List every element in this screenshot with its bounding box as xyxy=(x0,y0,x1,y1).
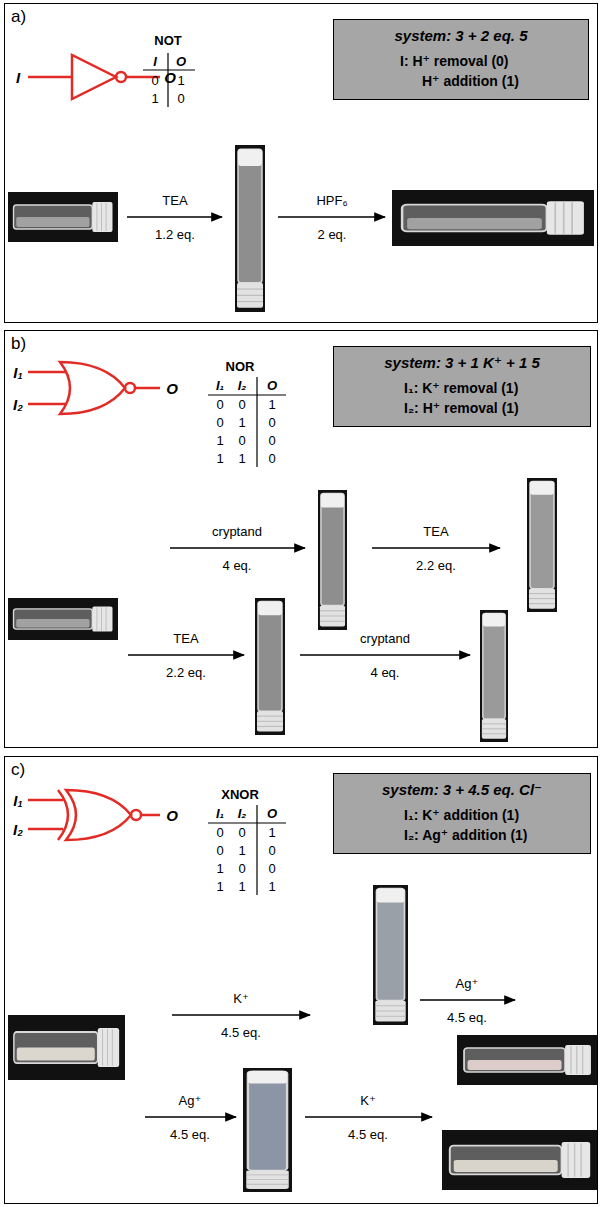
table-cell: 0 xyxy=(268,452,275,465)
table-cell: 1 xyxy=(238,844,245,857)
panel-letter: a) xyxy=(11,7,26,27)
reagent-label: cryptand xyxy=(212,525,262,538)
system-heading: system: 3 + 1 K⁺ + 1 5 xyxy=(342,353,582,373)
reagent-label: 4.5 eq. xyxy=(170,1128,210,1141)
gate-signal: I₂ xyxy=(13,822,23,837)
system-box: system: 3 + 4.5 eq. Cl⁻ I₁: K⁺ addition (… xyxy=(333,773,591,854)
reaction-arrows xyxy=(127,216,385,218)
system-box: system: 3 + 1 K⁺ + 1 5 I₁: K⁺ removal (1)… xyxy=(333,346,591,427)
table-cell: 1 xyxy=(177,74,184,87)
xnor-gate xyxy=(28,790,160,840)
gate-signal: O xyxy=(164,70,176,85)
reagent-label: TEA xyxy=(162,194,187,207)
reagent-label: 1.2 eq. xyxy=(155,228,195,241)
system-box: system: 3 + 2 eq. 5 I: H⁺ removal (0)H⁺ a… xyxy=(333,19,589,100)
input-definition: I₁: K⁺ removal (1) xyxy=(404,379,582,399)
table-cell: 0 xyxy=(268,416,275,429)
table-cell: 1 xyxy=(216,880,223,893)
table-cell: 1 xyxy=(238,452,245,465)
gate-signal: I xyxy=(16,70,20,85)
table-header: I₂ xyxy=(238,379,247,392)
table-cell: 0 xyxy=(238,826,245,839)
input-definition: I₁: K⁺ addition (1) xyxy=(404,806,582,826)
nor-gate xyxy=(28,362,160,414)
truth-table-lines xyxy=(208,377,286,467)
system-heading: system: 3 + 4.5 eq. Cl⁻ xyxy=(342,780,582,800)
panel-frame: b) system: 3 + 1 K⁺ + 1 5 I₁: K⁺ removal (… xyxy=(4,330,598,748)
reagent-label: cryptand xyxy=(360,632,410,645)
reagent-label: 2.2 eq. xyxy=(166,666,206,679)
reagent-label: Ag⁺ xyxy=(179,1094,202,1107)
truth-table-lines xyxy=(143,53,195,107)
table-cell: 1 xyxy=(216,434,223,447)
vial-photos xyxy=(8,885,598,1192)
vial-photos xyxy=(8,145,594,312)
table-cell: 0 xyxy=(151,74,158,87)
table-cell: 0 xyxy=(238,862,245,875)
reagent-label: TEA xyxy=(173,632,198,645)
gate-signal: I₁ xyxy=(13,365,22,380)
not-gate xyxy=(28,55,160,99)
reaction-arrows xyxy=(128,548,500,655)
table-header: I₁ xyxy=(216,807,224,820)
table-header: I₁ xyxy=(216,379,224,392)
reagent-label: 4 eq. xyxy=(371,666,400,679)
table-cell: 0 xyxy=(216,398,223,411)
table-cell: 0 xyxy=(268,862,275,875)
reagent-label: K⁺ xyxy=(233,992,249,1005)
reagent-label: 4.5 eq. xyxy=(447,1011,487,1024)
panel-letter: b) xyxy=(11,334,26,354)
table-cell: 0 xyxy=(216,844,223,857)
table-cell: 1 xyxy=(268,398,275,411)
table-cell: 1 xyxy=(151,92,158,105)
table-cell: 0 xyxy=(268,434,275,447)
table-cell: 0 xyxy=(177,92,184,105)
gate-signal: O xyxy=(166,808,178,823)
gate-name: NOT xyxy=(154,34,181,47)
table-cell: 1 xyxy=(268,826,275,839)
panel-frame: c) system: 3 + 4.5 eq. Cl⁻ I₁: K⁺ addition… xyxy=(4,756,598,1204)
input-definition: I₂: Ag⁺ addition (1) xyxy=(404,826,582,846)
input-definition: I₂: H⁺ removal (1) xyxy=(404,399,582,419)
reagent-label: TEA xyxy=(423,525,448,538)
table-header: O xyxy=(267,807,277,820)
gate-signal: I₂ xyxy=(13,397,23,412)
vial-photos xyxy=(8,478,557,742)
gate-signal: O xyxy=(166,381,178,396)
table-cell: 0 xyxy=(238,434,245,447)
reagent-label: K⁺ xyxy=(360,1094,376,1107)
gate-signal: I₁ xyxy=(13,793,22,808)
gate-name: NOR xyxy=(226,360,255,373)
table-cell: 1 xyxy=(216,862,223,875)
truth-table-lines xyxy=(208,805,286,895)
table-cell: 0 xyxy=(216,826,223,839)
reagent-label: 2.2 eq. xyxy=(416,559,456,572)
table-cell: 1 xyxy=(238,416,245,429)
reagent-label: 2 eq. xyxy=(318,228,347,241)
panel-frame: a) system: 3 + 2 eq. 5 I: H⁺ removal (0)H⁺… xyxy=(4,3,598,323)
table-cell: 1 xyxy=(216,452,223,465)
table-header: O xyxy=(267,379,277,392)
reagent-label: 4.5 eq. xyxy=(348,1128,388,1141)
panel-letter: c) xyxy=(11,760,25,780)
table-header: O xyxy=(176,55,186,68)
reagent-label: Ag⁺ xyxy=(456,977,479,990)
table-cell: 0 xyxy=(238,398,245,411)
input-definition: H⁺ addition (1) xyxy=(422,72,580,92)
table-cell: 1 xyxy=(238,880,245,893)
table-header: I xyxy=(153,55,157,68)
gate-name: XNOR xyxy=(221,788,259,801)
reagent-label: 4 eq. xyxy=(223,559,252,572)
table-cell: 0 xyxy=(216,416,223,429)
table-header: I₂ xyxy=(238,807,247,820)
system-heading: system: 3 + 2 eq. 5 xyxy=(342,26,580,46)
table-cell: 0 xyxy=(268,844,275,857)
reagent-label: 4.5 eq. xyxy=(221,1026,261,1039)
table-cell: 1 xyxy=(268,880,275,893)
reagent-label: HPF₆ xyxy=(316,194,347,207)
reaction-arrows xyxy=(145,1000,515,1117)
input-definition: I: H⁺ removal (0) xyxy=(400,52,580,72)
